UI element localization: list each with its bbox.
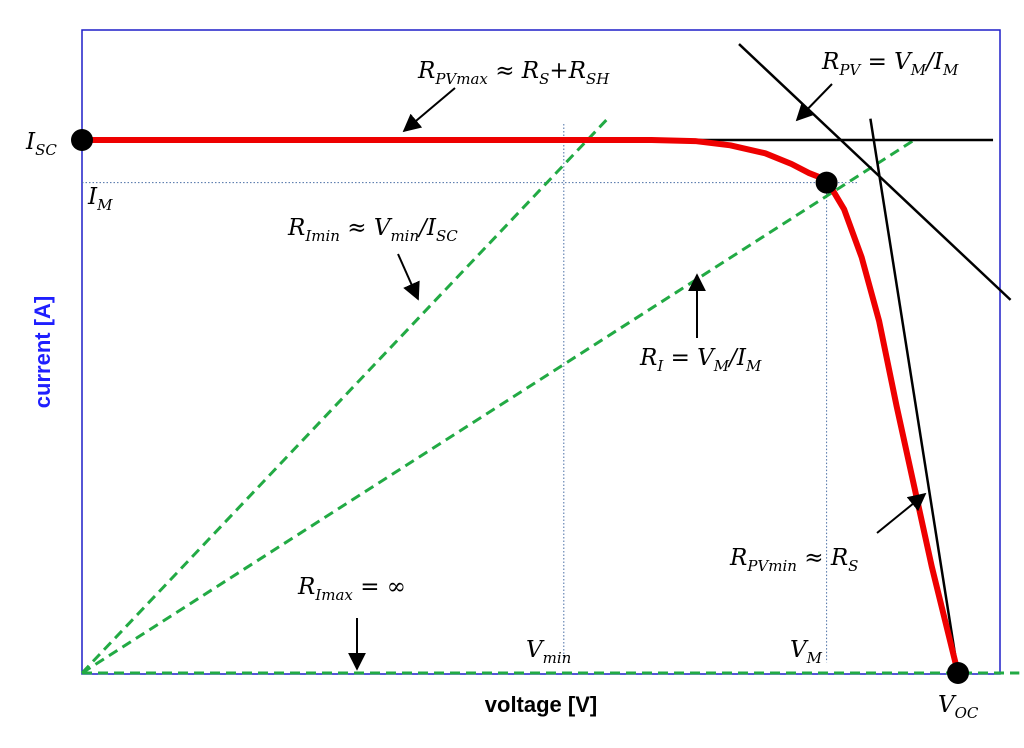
curve-point-17 (876, 318, 882, 324)
curve-point-21 (942, 617, 948, 623)
curve-point-18 (894, 403, 900, 410)
arrow-rimin (397, 253, 420, 301)
tangent-line-1 (738, 43, 1012, 301)
curve-point-7 (605, 137, 611, 143)
label-voc: VOC (938, 692, 979, 722)
curve-point-1 (167, 137, 173, 143)
plot-frame (81, 29, 1001, 675)
curve-point-11 (762, 150, 768, 156)
iv-curve (79, 137, 961, 676)
label-im: IM (87, 184, 113, 214)
curve-point-12 (788, 161, 795, 167)
curve-markers (71, 129, 969, 684)
label-vm: VM (790, 637, 823, 667)
label-vmin: Vmin (526, 637, 571, 667)
x-axis-label: voltage [V] (485, 692, 597, 717)
curve-point-5 (517, 137, 523, 143)
curve-point-6 (561, 137, 567, 143)
annotation-arrows (348, 83, 927, 671)
tangent-line-2 (869, 118, 960, 674)
marker-i-sc (71, 129, 93, 151)
label-rpvmax: RPVmax ≈ RS+RSH (417, 58, 610, 88)
curve-point-13 (806, 170, 812, 176)
label-rpvmin: RPVmin ≈ RS (729, 545, 858, 575)
curve-point-19 (911, 483, 917, 490)
marker-v-oc (947, 662, 969, 684)
curve-point-15 (841, 206, 847, 212)
curve-point-10 (727, 142, 733, 148)
arrow-rpv (795, 83, 833, 122)
curve-point-2 (254, 137, 260, 143)
curve-point-8 (648, 137, 655, 143)
label-rpv: RPV = VM/IM (821, 49, 959, 79)
curve-point-3 (342, 137, 348, 143)
load-line-4 (81, 138, 916, 675)
curve-point-4 (429, 137, 435, 143)
label-rimin: RImin ≈ Vmin/ISC (287, 215, 458, 245)
load-lines (80, 117, 1020, 675)
arrow-rpvmin (876, 492, 927, 534)
label-rimax: RImax = ∞ (297, 574, 406, 604)
guide-lines (82, 124, 858, 663)
curve-point-16 (859, 254, 865, 260)
marker-mpp (815, 171, 838, 194)
label-ri: RI = VM/IM (639, 345, 762, 375)
curve-point-20 (929, 563, 935, 570)
arrow-rpvmax (402, 87, 456, 133)
label-isc: ISC (25, 129, 57, 159)
y-axis-label: current [A] (30, 296, 55, 408)
curve-point-9 (692, 138, 698, 144)
